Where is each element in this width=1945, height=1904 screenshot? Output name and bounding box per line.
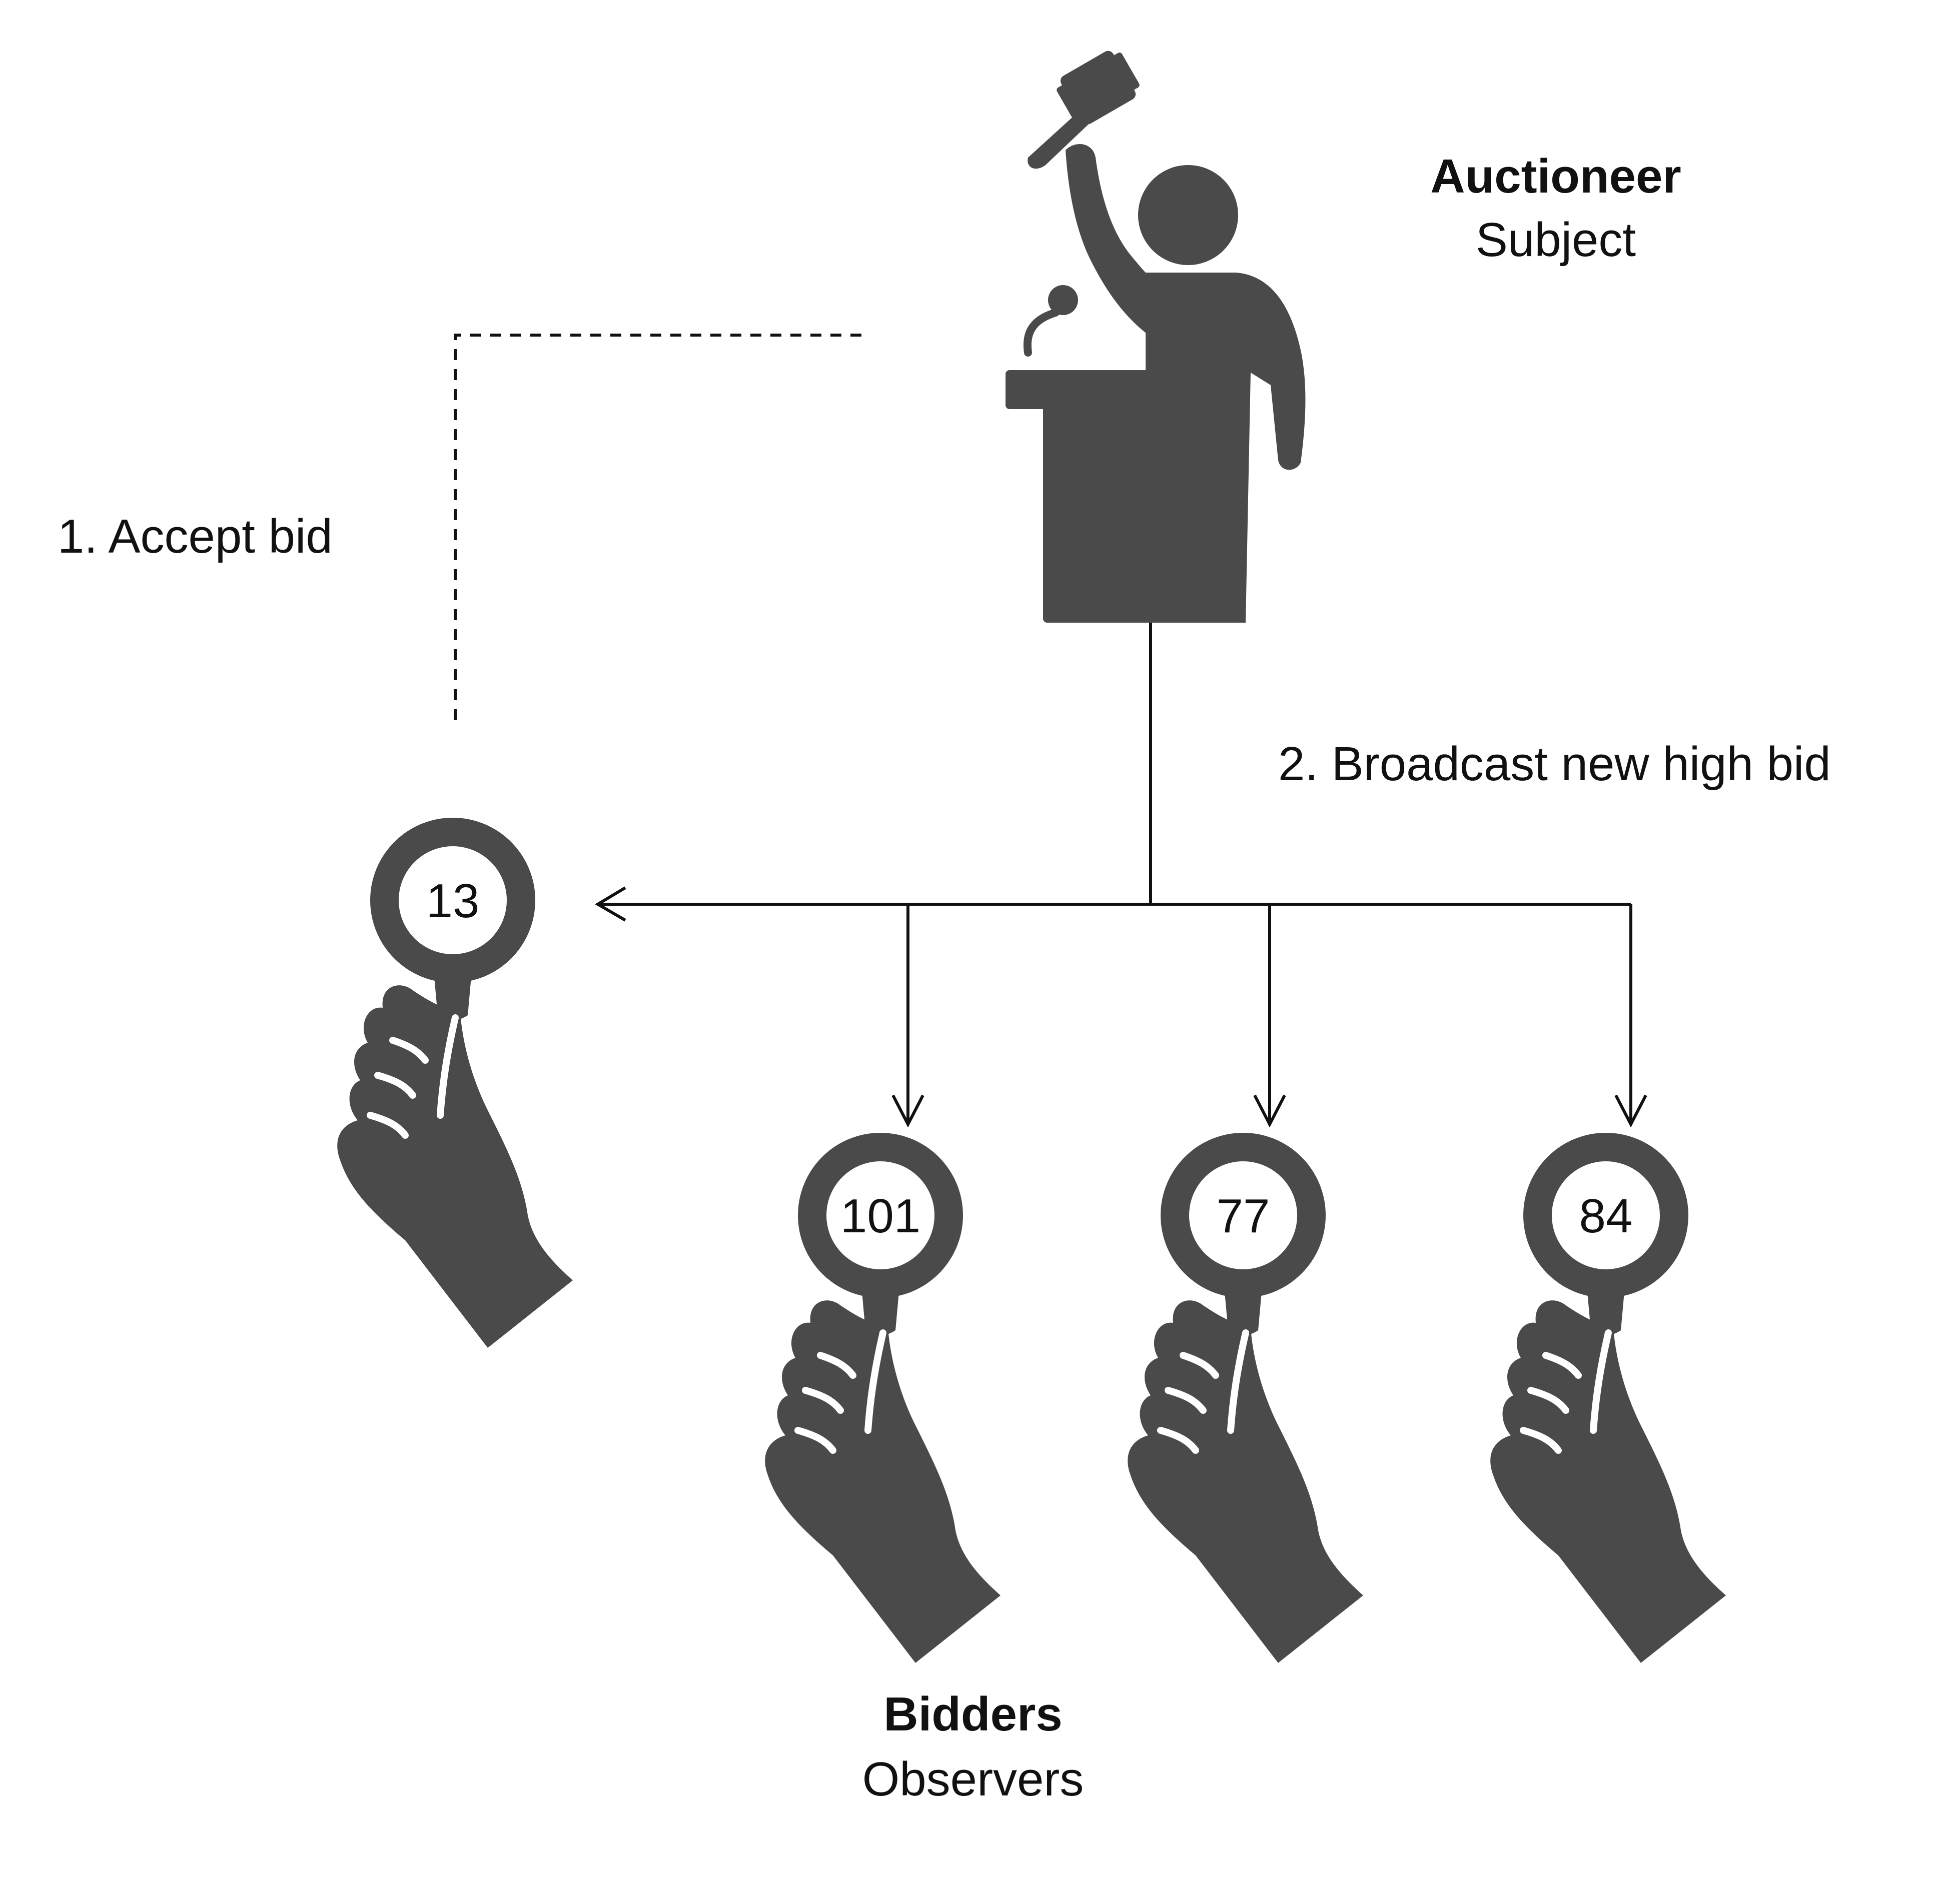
- observers-role-label: Bidders: [883, 1687, 1062, 1741]
- bidder-paddle-number: 101: [840, 1189, 920, 1243]
- arrow-to-bidder-84-head: [1614, 1094, 1647, 1128]
- subject-role-label: Auctioneer: [1430, 150, 1681, 203]
- arrow-to-bidder-77-head: [1253, 1094, 1286, 1128]
- bidder-77: 77: [1128, 1133, 1363, 1663]
- bidder-paddle-number: 84: [1579, 1189, 1633, 1243]
- observers-pattern-label: Observers: [862, 1752, 1084, 1806]
- bidder-84: 84: [1490, 1133, 1726, 1663]
- bidder-paddle-number: 13: [426, 874, 480, 928]
- subject-pattern-label: Subject: [1476, 213, 1636, 267]
- auctioneer-icon: [1006, 51, 1306, 623]
- broadcast-label: 2. Broadcast new high bid: [1278, 737, 1831, 791]
- bidder-paddle-number: 77: [1217, 1189, 1270, 1243]
- arrow-to-bidder-13: [595, 886, 626, 922]
- bidder-13: 13: [337, 818, 573, 1348]
- accept-bid-dashed-line: [454, 334, 865, 720]
- accept-bid-label: 1. Accept bid: [58, 510, 333, 563]
- broadcast-connectors: [595, 623, 1647, 1128]
- bidder-101: 101: [765, 1133, 1001, 1663]
- arrow-to-bidder-101-head: [891, 1094, 924, 1128]
